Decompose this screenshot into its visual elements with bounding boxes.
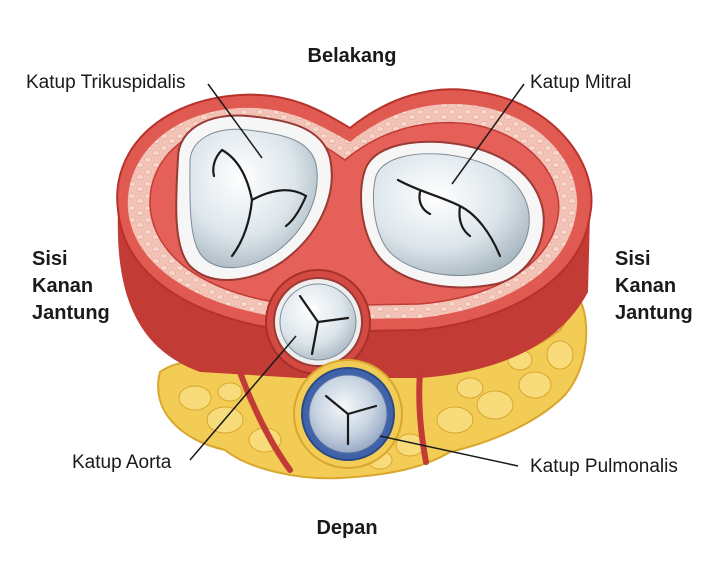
coronary-vessels [237,369,429,473]
label-left-side-2: Kanan [32,275,93,297]
label-pulmonary-valve: Katup Pulmonalis [530,456,678,477]
label-right-side-3: Jantung [615,302,693,324]
label-right-side-1: Sisi [615,248,651,270]
label-left-side-1: Sisi [32,248,68,270]
label-back: Belakang [308,45,397,67]
label-front: Depan [316,517,377,539]
label-aortic-valve: Katup Aorta [72,452,172,473]
label-left-side-3: Jantung [32,302,110,324]
leader-pulmonary [379,435,519,467]
leader-lines [189,83,525,467]
mitral-valve [360,140,545,289]
leader-aortic [189,335,297,461]
leader-tricuspid [207,83,263,159]
aortic-valve [265,269,371,375]
pulmonary-valve [293,359,403,469]
tricuspid-valve [175,114,333,281]
label-mitral-valve: Katup Mitral [530,72,631,93]
label-tricuspid-valve: Katup Trikuspidalis [26,72,185,93]
label-right-side-2: Kanan [615,275,676,297]
leader-mitral [451,83,525,185]
